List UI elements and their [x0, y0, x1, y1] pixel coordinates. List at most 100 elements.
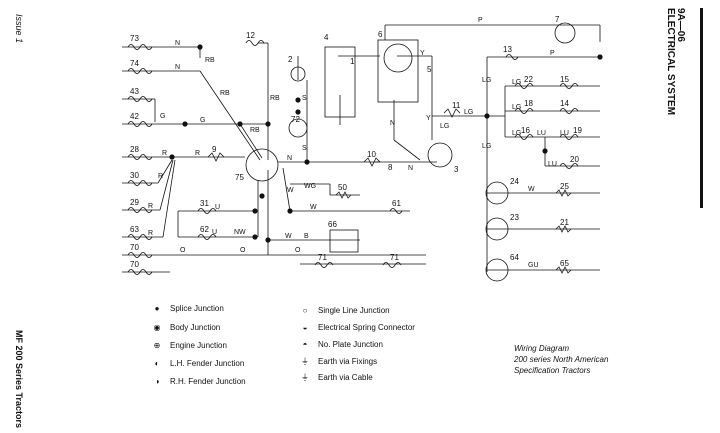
splice-junction-icon: ●: [154, 304, 160, 313]
svg-text:U: U: [212, 229, 217, 236]
caption-line-2: 200 series North American: [514, 355, 609, 364]
svg-text:R: R: [158, 173, 163, 180]
plate-junction-icon: ◓: [302, 340, 308, 349]
svg-text:O: O: [180, 247, 186, 254]
svg-text:LG: LG: [512, 79, 521, 86]
svg-text:4: 4: [324, 33, 329, 42]
svg-text:NW: NW: [234, 229, 246, 236]
svg-text:RB: RB: [205, 57, 215, 64]
legend-plate: ◓No. Plate Junction: [298, 340, 383, 349]
svg-text:R: R: [148, 230, 153, 237]
svg-text:23: 23: [510, 213, 519, 222]
engine-junction-icon: ⊕: [153, 341, 161, 350]
model-label: MF 200 Series Tractors: [14, 330, 24, 429]
svg-text:25: 25: [560, 182, 569, 191]
svg-text:71: 71: [390, 253, 399, 262]
svg-text:WG: WG: [304, 183, 316, 190]
svg-text:N: N: [390, 120, 395, 127]
svg-text:R: R: [195, 150, 200, 157]
svg-text:15: 15: [560, 75, 569, 84]
svg-text:70: 70: [130, 243, 139, 252]
svg-text:75: 75: [235, 173, 244, 182]
svg-text:71: 71: [318, 253, 327, 262]
svg-text:28: 28: [130, 145, 139, 154]
svg-text:12: 12: [246, 31, 255, 40]
svg-text:R: R: [162, 150, 167, 157]
left-lamp-symbols: [127, 40, 579, 275]
legend-earth-fixings: ⏚Earth via Fixings: [298, 356, 377, 367]
component-numbers: 73 74 43 42 28 30 29 63 70 70 12 9 75 31…: [130, 15, 582, 269]
svg-text:18: 18: [524, 99, 533, 108]
svg-text:19: 19: [573, 126, 582, 135]
single-line-junction-icon: ○: [302, 306, 308, 315]
svg-text:LG: LG: [512, 104, 521, 111]
svg-text:63: 63: [130, 225, 139, 234]
svg-text:S: S: [302, 145, 307, 152]
diagram-caption: Wiring Diagram 200 series North American…: [514, 343, 608, 376]
svg-text:N: N: [287, 155, 292, 162]
svg-text:O: O: [240, 247, 246, 254]
caption-line-3: Specification Tractors: [514, 366, 591, 375]
svg-text:LG: LG: [440, 123, 449, 130]
svg-text:66: 66: [328, 220, 337, 229]
svg-text:1: 1: [350, 57, 355, 66]
central-harness: [199, 24, 601, 272]
svg-text:LU: LU: [548, 161, 557, 168]
svg-text:RB: RB: [220, 90, 230, 97]
svg-text:21: 21: [560, 218, 569, 227]
svg-text:P: P: [478, 17, 483, 24]
svg-text:3: 3: [454, 165, 459, 174]
svg-text:31: 31: [200, 199, 209, 208]
svg-text:N: N: [175, 40, 180, 47]
svg-text:8: 8: [388, 163, 393, 172]
legend-earth-cable: ⏚Earth via Cable: [298, 372, 373, 383]
svg-text:U: U: [215, 204, 220, 211]
svg-text:G: G: [200, 117, 205, 124]
svg-text:B: B: [304, 233, 309, 240]
svg-text:G: G: [160, 113, 165, 120]
svg-text:N: N: [175, 64, 180, 71]
svg-text:74: 74: [130, 59, 139, 68]
caption-line-1: Wiring Diagram: [514, 344, 570, 353]
svg-text:73: 73: [130, 34, 139, 43]
svg-text:R: R: [148, 203, 153, 210]
spring-connector-icon: ◒: [302, 323, 308, 332]
svg-text:5: 5: [427, 65, 432, 74]
svg-text:43: 43: [130, 87, 139, 96]
legend-single-line: ○Single Line Junction: [298, 306, 390, 315]
legend-splice: ●Splice Junction: [150, 304, 224, 313]
svg-text:24: 24: [510, 177, 519, 186]
left-circuits: [122, 46, 426, 273]
earth-fixings-icon: ⏚: [301, 357, 309, 366]
issue-label: Issue 1: [14, 14, 24, 44]
svg-text:W: W: [310, 204, 317, 211]
svg-text:9: 9: [212, 145, 217, 154]
legend-lh-fender: ◐L.H. Fender Junction: [150, 359, 245, 368]
svg-text:42: 42: [130, 112, 139, 121]
svg-text:30: 30: [130, 171, 139, 180]
wire-labels: N N RB RB RB RB G G R R R R R U NW U O O…: [148, 17, 569, 269]
svg-text:W: W: [287, 187, 294, 194]
svg-text:13: 13: [503, 45, 512, 54]
components: [245, 22, 576, 282]
svg-text:72: 72: [291, 115, 300, 124]
svg-text:6: 6: [378, 30, 383, 39]
svg-text:LG: LG: [512, 130, 521, 137]
svg-text:70: 70: [130, 260, 139, 269]
svg-text:22: 22: [524, 75, 533, 84]
svg-text:50: 50: [338, 183, 347, 192]
svg-text:P: P: [550, 50, 555, 57]
svg-text:29: 29: [130, 198, 139, 207]
earth-cable-icon: ⏚: [301, 373, 309, 382]
svg-text:65: 65: [560, 259, 569, 268]
svg-text:LU: LU: [560, 130, 569, 137]
junction-dots: [169, 44, 603, 243]
lh-fender-junction-icon: ◐: [154, 359, 160, 368]
svg-text:Y: Y: [420, 50, 425, 57]
svg-text:LG: LG: [482, 143, 491, 150]
body-junction-icon: ◉: [153, 323, 161, 332]
section-title: ELECTRICAL SYSTEM: [665, 8, 676, 116]
svg-text:2: 2: [288, 55, 293, 64]
svg-text:RB: RB: [270, 95, 280, 102]
